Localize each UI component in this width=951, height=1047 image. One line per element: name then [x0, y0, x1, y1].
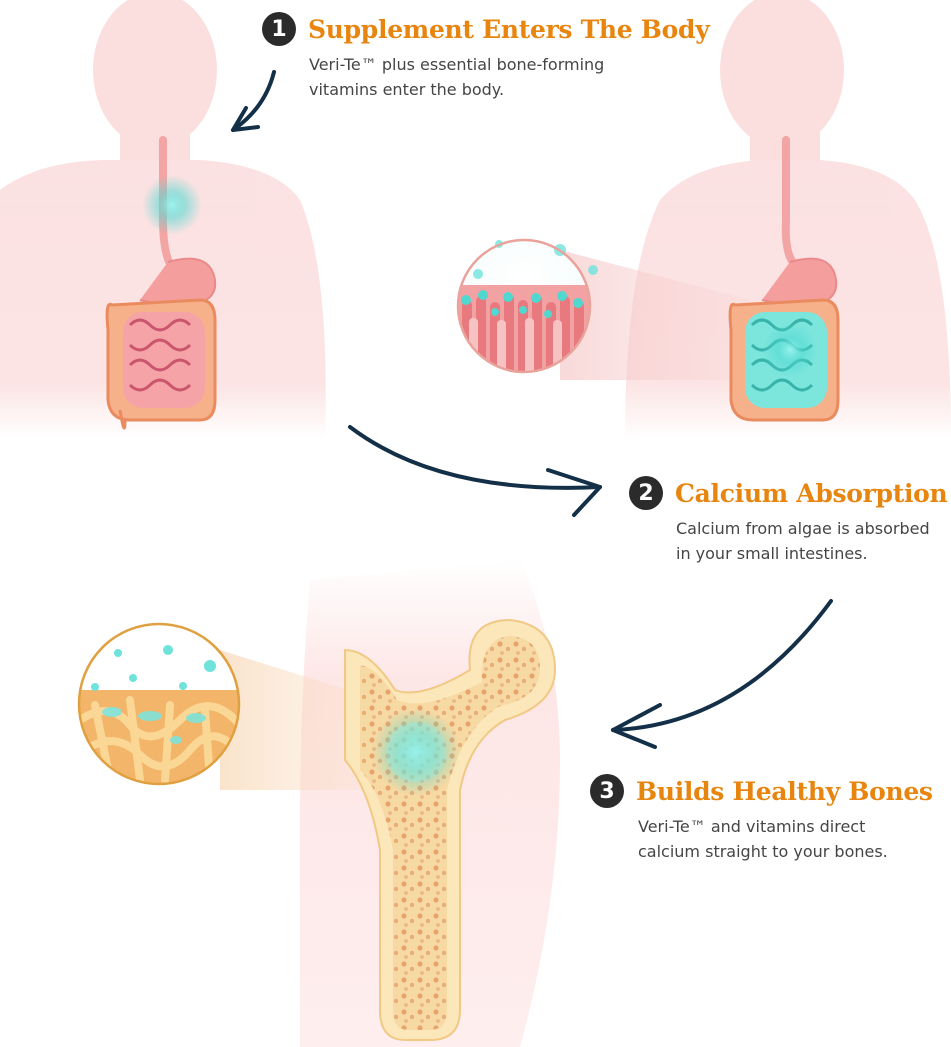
- description-line: Veri-Te™ and vitamins direct: [638, 817, 866, 836]
- left-glow: [142, 175, 202, 235]
- arrow-2: [348, 425, 602, 517]
- step-description: Veri-Te™ plus essential bone-forming vit…: [309, 52, 639, 102]
- step-2: 2 Calcium Absorption Calcium from algae …: [629, 476, 951, 566]
- step-number-badge: 2: [629, 476, 663, 510]
- femur-bone: [344, 618, 557, 1041]
- step-title: Supplement Enters The Body: [308, 14, 710, 44]
- description-line: Veri-Te™ plus essential bone-forming: [309, 55, 605, 74]
- magnify-beam-1: [560, 250, 770, 380]
- step-title: Calcium Absorption: [675, 478, 948, 508]
- step-description: Veri-Te™ and vitamins direct calcium str…: [638, 814, 938, 864]
- description-line: Calcium from algae is absorbed: [676, 519, 930, 538]
- step-number-badge: 3: [590, 774, 624, 808]
- step-3: 3 Builds Healthy Bones Veri-Te™ and vita…: [590, 774, 938, 864]
- step-description: Calcium from algae is absorbed in your s…: [676, 516, 951, 566]
- description-line: calcium straight to your bones.: [638, 842, 888, 861]
- right-intestines: [728, 298, 840, 422]
- bone-magnify-circle: [77, 622, 241, 786]
- step-number-badge: 1: [262, 12, 296, 46]
- description-line: vitamins enter the body.: [309, 80, 505, 99]
- magnify-beam-2: [220, 650, 380, 790]
- description-line: in your small intestines.: [676, 544, 868, 563]
- arrow-3: [611, 599, 833, 749]
- step-title: Builds Healthy Bones: [636, 776, 933, 806]
- arrow-1: [231, 70, 276, 132]
- step-1: 1 Supplement Enters The Body Veri-Te™ pl…: [262, 12, 710, 102]
- left-intestines: [105, 298, 217, 430]
